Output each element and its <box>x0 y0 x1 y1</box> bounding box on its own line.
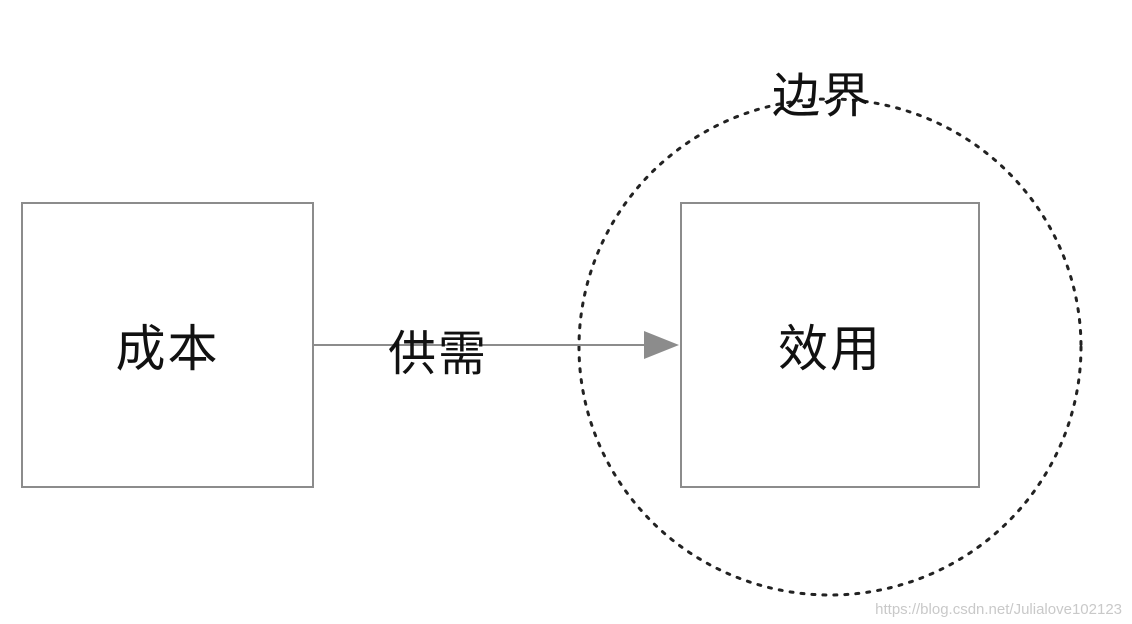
utility-node-label: 效用 <box>778 320 882 378</box>
watermark-text: https://blog.csdn.net/Julialove102123 <box>875 601 1122 618</box>
cost-node-label: 成本 <box>115 320 220 378</box>
cost-node: 成本 <box>21 202 314 488</box>
boundary-label: 边界 <box>772 68 873 124</box>
utility-node: 效用 <box>680 202 980 488</box>
edge-label: 供需 <box>388 326 489 382</box>
boundary-ellipse <box>577 97 1083 597</box>
arrowhead-icon <box>644 331 679 359</box>
